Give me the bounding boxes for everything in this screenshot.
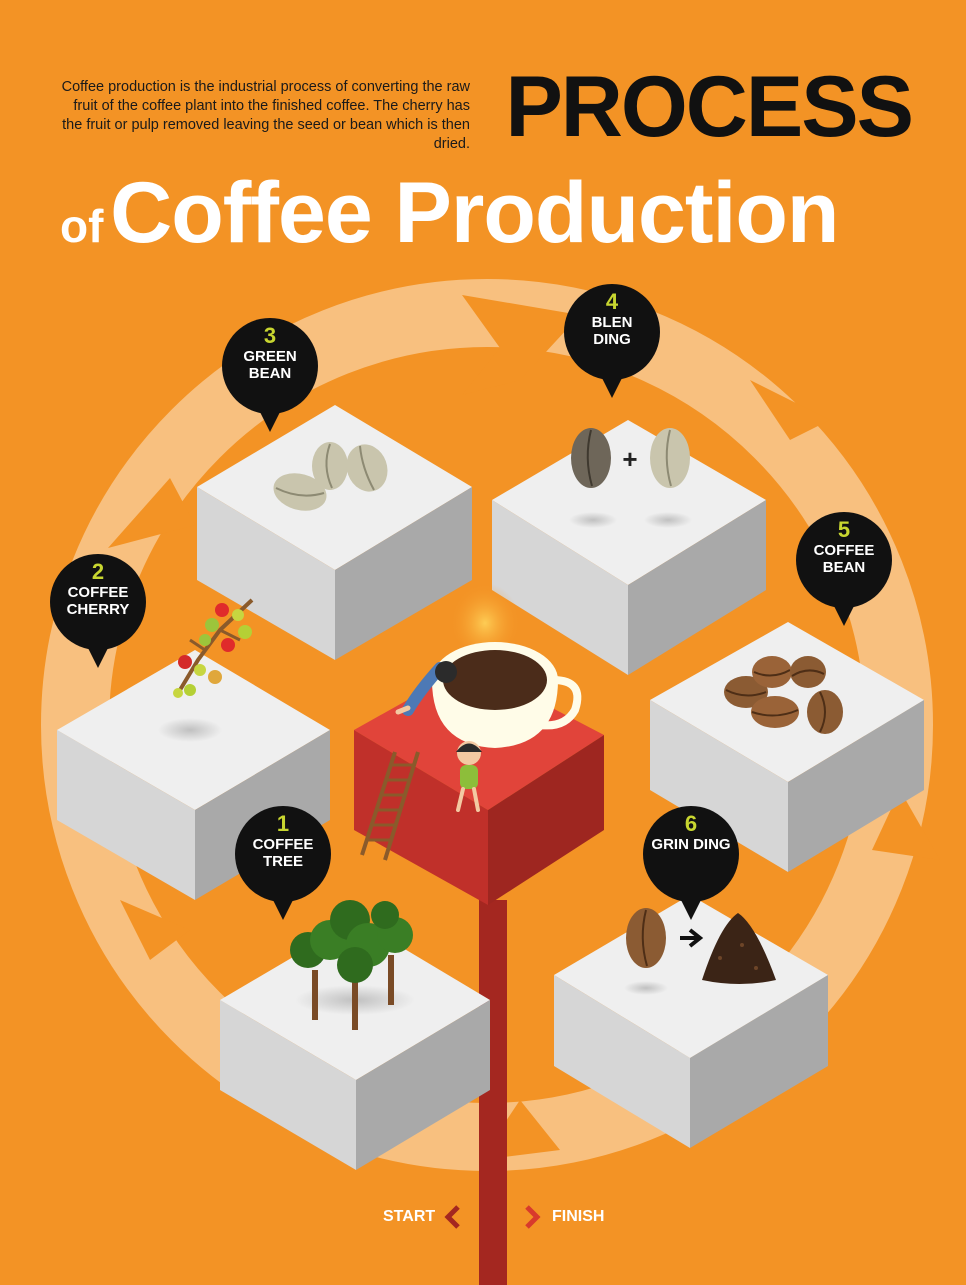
- finish-chevron-icon: [525, 1205, 541, 1229]
- box-blending: [492, 420, 766, 675]
- svg-text:+: +: [622, 444, 637, 474]
- title-of: of: [60, 200, 104, 252]
- step-pin-blending: 4 BLEN DING: [564, 284, 660, 398]
- title-coffee-production-text: Coffee Production: [110, 165, 839, 261]
- step-label: COFFEE CHERRY: [66, 584, 130, 618]
- step-number: 3: [263, 323, 277, 348]
- step-number: 1: [276, 811, 290, 836]
- girl-icon: [456, 741, 482, 812]
- green-beans-icon: [273, 442, 388, 511]
- step-number: 4: [605, 289, 619, 314]
- step-label: GREEN BEAN: [243, 348, 297, 382]
- coffee-cup-icon: [395, 575, 582, 748]
- finish-label: FINISH: [552, 1208, 605, 1225]
- step-label: COFFEE TREE: [252, 836, 314, 870]
- trees-icon: [290, 900, 415, 1030]
- box-grinding: [554, 895, 828, 1148]
- start-label: START: [383, 1208, 436, 1225]
- roasted-beans-icon: [724, 656, 843, 734]
- step-number: 2: [91, 559, 105, 584]
- step-pin-grinding: 6 GRIN DING: [643, 806, 739, 920]
- cherry-branch-icon: [158, 598, 254, 742]
- step-label: BLEN DING: [591, 314, 633, 348]
- blend-beans-icon: +: [569, 428, 692, 528]
- step-pin-coffee-tree: 1 COFFEE TREE: [235, 806, 331, 920]
- step-pin-green-bean: 3 GREEN BEAN: [222, 318, 318, 432]
- step-number: 5: [837, 517, 851, 542]
- title-coffee-production: of Coffee Production: [60, 170, 839, 256]
- ladder-icon: [360, 751, 420, 861]
- step-number: 6: [684, 811, 698, 836]
- step-pin-coffee-bean: 5 COFFEE BEAN: [796, 512, 892, 626]
- step-pin-coffee-cherry: 2 COFFEE CHERRY: [50, 554, 146, 668]
- bean-to-grounds-icon: [624, 908, 776, 995]
- intro-text: Coffee production is the industrial proc…: [61, 79, 470, 152]
- step-label: COFFEE BEAN: [813, 542, 875, 576]
- start-chevron-icon: [444, 1205, 460, 1229]
- title-process: PROCESS: [505, 59, 914, 155]
- step-label: GRIN DING: [651, 836, 731, 853]
